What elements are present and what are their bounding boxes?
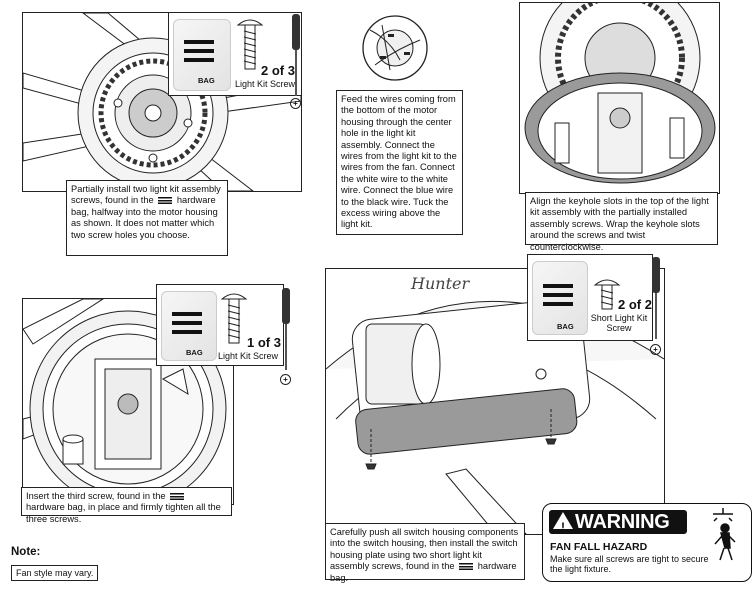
hazard-text: Make sure all screws are tight to secure…	[550, 554, 709, 574]
phillips-tip-icon: +	[650, 344, 661, 355]
step1-hardware-callout: BAG 2 of 3 Light Kit Screw	[168, 12, 302, 96]
screwdriver-icon	[282, 288, 290, 370]
hardware-bag-small-icon	[459, 563, 474, 571]
brand-logo: Hunter	[410, 274, 470, 293]
hardware-bag-small-icon	[158, 197, 173, 205]
step1-instructions: Partially install two light kit assembly…	[66, 180, 228, 256]
falling-fan-person-icon	[713, 508, 736, 561]
step2-instructions: Feed the wires coming from the bottom of…	[336, 90, 463, 235]
hazard-title: FAN FALL HAZARD	[550, 541, 648, 553]
screwdriver-icon	[292, 14, 300, 96]
step4-hardware-callout: BAG 1 of 3 Light Kit Screw	[156, 284, 284, 366]
screw-count: 1 of 3	[247, 335, 281, 350]
screw-name: Short Light Kit Screw	[590, 313, 648, 333]
phillips-tip-icon: +	[290, 98, 301, 109]
step3-illustration	[519, 2, 720, 194]
hardware-bag-icon: BAG	[532, 261, 588, 335]
warning-banner: !WARNING	[549, 510, 687, 534]
step5-illustration: Hunter	[325, 268, 665, 535]
step5-hardware-callout: BAG 2 of 2 Short Light Kit Screw	[527, 254, 653, 341]
screwdriver-icon	[652, 257, 660, 339]
step4-instructions: Insert the third screw, found in the har…	[21, 487, 232, 524]
hardware-bag-small-icon	[170, 493, 185, 500]
short-screw-icon	[593, 279, 621, 310]
screw-icon	[236, 19, 264, 70]
step3-instructions: Align the keyhole slots in the top of th…	[525, 192, 718, 252]
screw-icon	[220, 293, 248, 344]
light-kit-alignment-diagram	[524, 3, 716, 184]
note-text: Fan style may vary.	[11, 565, 99, 581]
warning-triangle-icon: !	[553, 512, 573, 534]
note-title: Note:	[11, 546, 41, 558]
screw-name: Light Kit Screw	[234, 79, 296, 89]
screw-count: 2 of 3	[261, 63, 295, 78]
screw-name: Light Kit Screw	[217, 351, 279, 361]
step2-wiring-detail	[362, 15, 428, 81]
step5-instructions: Carefully push all switch housing compon…	[325, 523, 525, 583]
warning-box: !WARNING FAN FALL HAZARD Make sure all s…	[542, 503, 752, 582]
phillips-tip-icon: +	[280, 374, 291, 385]
screw-count: 2 of 2	[618, 297, 652, 312]
hardware-bag-icon: BAG	[173, 19, 231, 91]
hardware-bag-icon: BAG	[161, 291, 217, 361]
